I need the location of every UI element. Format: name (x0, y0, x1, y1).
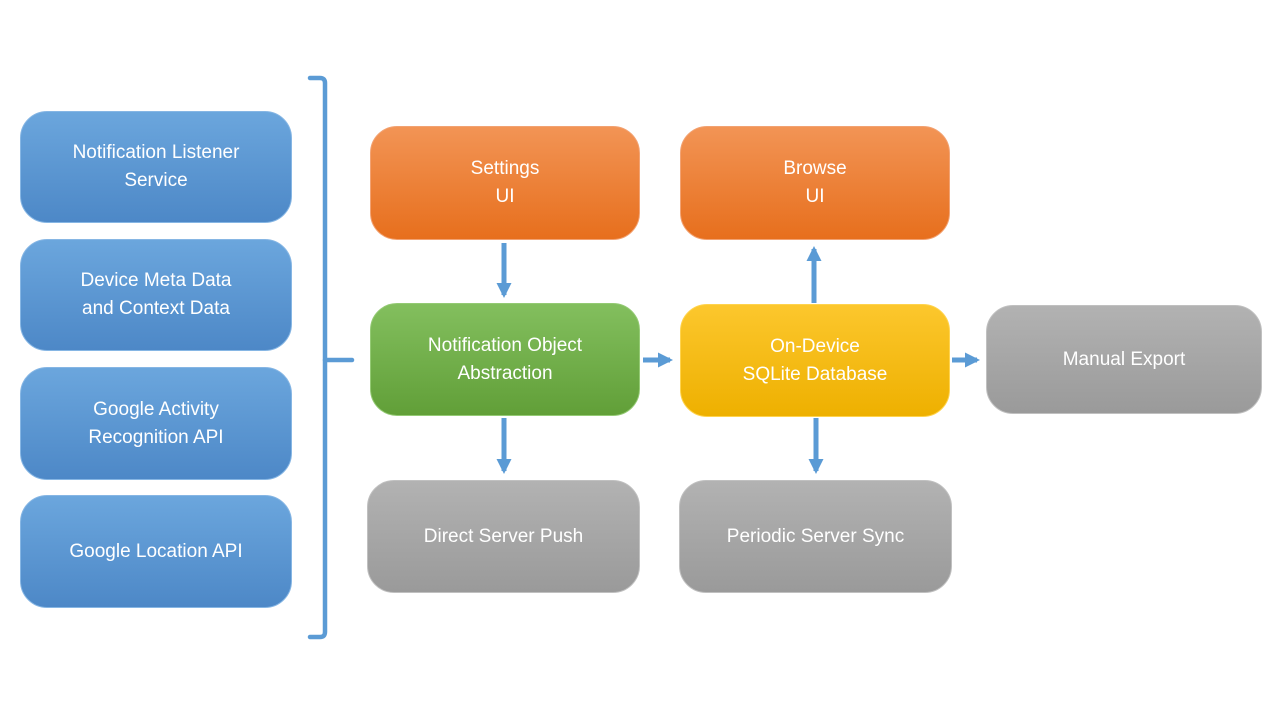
node-settings-ui: Settings UI (370, 126, 640, 240)
node-notification-object-abstraction: Notification Object Abstraction (370, 303, 640, 416)
node-periodic-server-sync: Periodic Server Sync (679, 480, 952, 593)
node-device-meta-context-data: Device Meta Data and Context Data (20, 239, 292, 351)
node-google-activity-recognition-api: Google Activity Recognition API (20, 367, 292, 480)
node-google-location-api: Google Location API (20, 495, 292, 608)
group-brace (307, 75, 328, 640)
node-manual-export: Manual Export (986, 305, 1262, 414)
node-on-device-sqlite-database: On-Device SQLite Database (680, 304, 950, 417)
node-direct-server-push: Direct Server Push (367, 480, 640, 593)
node-notification-listener-service: Notification Listener Service (20, 111, 292, 223)
node-browse-ui: Browse UI (680, 126, 950, 240)
